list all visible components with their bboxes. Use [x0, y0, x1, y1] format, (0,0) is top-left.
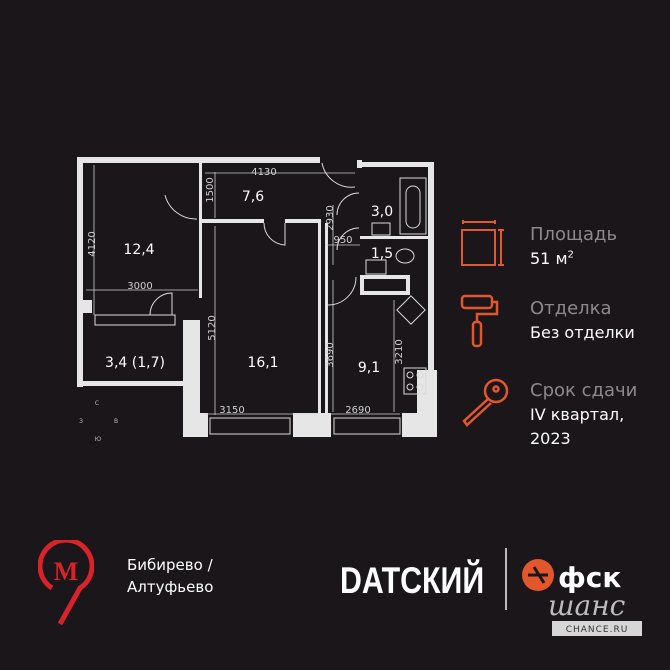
- compass: С З В Ю: [79, 400, 118, 443]
- dim-3690: 3690: [325, 342, 336, 367]
- key-icon: [462, 378, 509, 427]
- dim-1500: 1500: [205, 177, 216, 202]
- area-number: 51 м: [530, 249, 568, 268]
- svg-text:В: В: [114, 418, 118, 425]
- dim-3000: 3000: [127, 281, 152, 292]
- fixtures: [94, 162, 427, 435]
- room-area-balcony: 3,4 (1,7): [105, 355, 165, 371]
- logo-divider: [505, 548, 507, 610]
- svg-text:З: З: [79, 418, 83, 425]
- room-area-12-4: 12,4: [123, 242, 154, 258]
- fsk-text: фск: [558, 561, 621, 594]
- dim-4130: 4130: [251, 167, 276, 178]
- area-unit-sup: 2: [567, 249, 574, 261]
- paint-roller-icon: [460, 294, 499, 348]
- dim-4120: 4120: [87, 231, 98, 256]
- svg-text:Ю: Ю: [95, 436, 102, 443]
- svg-text:С: С: [95, 400, 99, 407]
- shans-text: шанс: [548, 589, 626, 622]
- developer-logo: фск шанс CHANCE.RU: [522, 559, 642, 636]
- dim-5120: 5120: [207, 315, 218, 340]
- dim-3210: 3210: [394, 339, 405, 364]
- metro-letter: М: [54, 557, 79, 586]
- area-icon: [461, 220, 504, 266]
- finish-value: Без отделки: [530, 323, 635, 342]
- area-label: Площадь: [530, 224, 618, 245]
- deadline-label: Срок сдачи: [530, 380, 638, 401]
- deadline-quarter: IV квартал,: [530, 405, 625, 424]
- dim-2690: 2690: [345, 405, 370, 416]
- deadline-year: 2023: [530, 429, 571, 448]
- room-area-9-1: 9,1: [358, 360, 380, 376]
- room-area-1-5: 1,5: [371, 246, 393, 262]
- dim-950: 950: [333, 235, 352, 246]
- room-area-16-1: 16,1: [247, 355, 278, 371]
- dim-2930: 2930: [325, 205, 336, 230]
- area-value: 51 м2: [530, 249, 574, 268]
- metro-station-2: Алтуфьево: [127, 578, 214, 596]
- metro-pin-icon: М: [38, 540, 94, 626]
- chance-site: CHANCE.RU: [566, 625, 629, 635]
- dim-3150: 3150: [219, 405, 244, 416]
- metro-station-1: Бибирево /: [127, 556, 213, 574]
- room-area-3-0: 3,0: [371, 204, 393, 220]
- finish-label: Отделка: [530, 298, 612, 319]
- project-logo: DATСКИЙ: [340, 560, 485, 601]
- dimension-lines: [86, 165, 400, 415]
- room-area-7-6: 7,6: [242, 189, 264, 205]
